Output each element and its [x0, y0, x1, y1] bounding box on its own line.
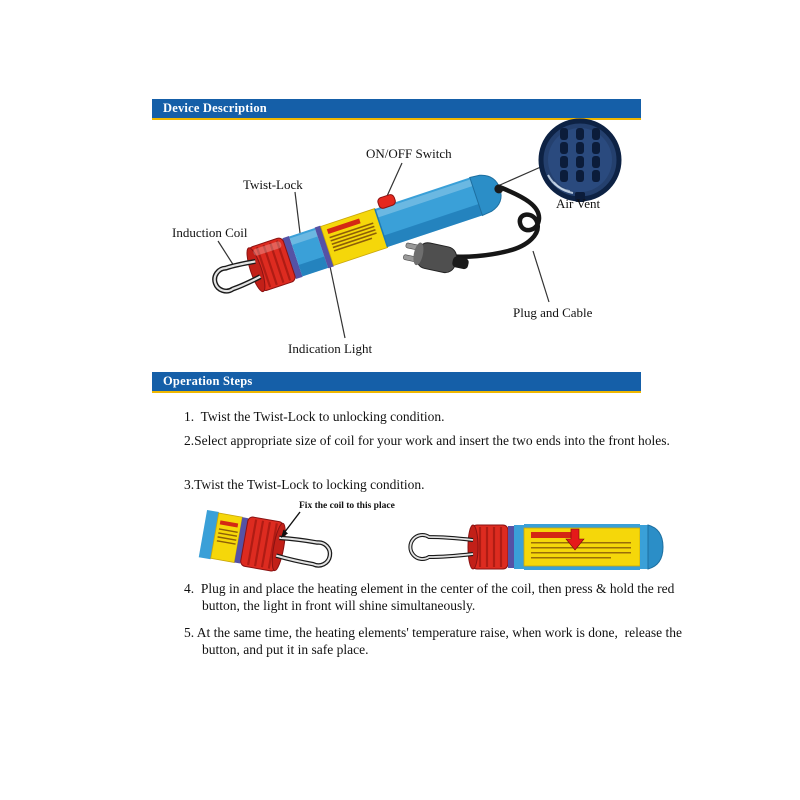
- mini2-coil-wire-highlight: [409, 534, 474, 560]
- mini-collar-ribs: [247, 519, 278, 569]
- step-5: 5. At the same time, the heating element…: [184, 625, 686, 657]
- device-description-header: Device Description: [152, 99, 641, 120]
- mini2-blue-segment: [514, 525, 524, 569]
- mini2-end-cap: [647, 524, 664, 570]
- body-seam: [374, 208, 389, 248]
- twist-lock-leader-line: [294, 191, 301, 234]
- mini-trim-ring: [234, 517, 249, 564]
- plug-cable-boot: [452, 256, 469, 270]
- vent-highlight: [553, 181, 571, 192]
- mini2-label-title: [531, 532, 575, 538]
- fix-coil-annotation: Fix the coil to this place: [299, 501, 395, 511]
- label-on-off-switch: ON/OFF Switch: [366, 146, 452, 161]
- device-description-title: Device Description: [163, 101, 267, 115]
- main-body-shade: [383, 204, 483, 247]
- annotation-arrow-head: [281, 529, 288, 538]
- collar-front-face: [246, 247, 266, 293]
- label-indication-light: Indication Light: [288, 341, 373, 356]
- step-4: 4. Plug in and place the heating element…: [184, 581, 678, 613]
- mini2-end-segment: [640, 525, 648, 569]
- plug-face: [413, 242, 424, 266]
- device-diagram-graphic: [212, 118, 622, 339]
- label-induction-coil: Induction Coil: [172, 225, 248, 240]
- label-plug-and-cable: Plug and Cable: [513, 305, 593, 320]
- collar-ribs: [255, 240, 292, 288]
- step-3: 3.Twist the Twist-Lock to locking condit…: [184, 477, 425, 492]
- coil-insertion-figure: [198, 509, 333, 572]
- coil-installation-figures: [198, 509, 664, 572]
- operation-steps-title: Operation Steps: [163, 374, 253, 388]
- mini-coil-wire-highlight: [275, 536, 331, 567]
- collar-highlight: [253, 241, 282, 256]
- trim-ring: [314, 225, 334, 269]
- induction-coil-leader-line: [217, 240, 235, 267]
- step-2: 2.Select appropriate size of coil for yo…: [184, 433, 670, 448]
- warning-label-title: [326, 218, 361, 234]
- trim-ring: [282, 236, 303, 280]
- mini2-trim-ring: [508, 526, 514, 568]
- air-vent-callout-line: [499, 165, 544, 186]
- device-body: [212, 174, 504, 294]
- vent-bottom-stub: [575, 192, 585, 202]
- label-air-vent: Air Vent: [556, 196, 601, 211]
- main-body-highlight: [375, 179, 473, 218]
- label-twist-lock: Twist-Lock: [243, 177, 303, 192]
- on-off-switch-button: [377, 194, 396, 209]
- mini-body-blue: [198, 509, 219, 560]
- power-plug: [403, 242, 469, 274]
- vent-slots: [560, 128, 600, 182]
- warning-label-text-lines: [329, 222, 377, 252]
- red-down-arrow: [565, 528, 585, 551]
- front-segment-highlight: [289, 229, 318, 246]
- operation-steps-header: Operation Steps: [152, 372, 641, 393]
- mini-label-title: [219, 520, 239, 528]
- assembled-device-figure: [408, 524, 664, 570]
- annotation-arrow-line: [283, 511, 301, 534]
- mini2-collar-face: [467, 524, 479, 570]
- mini-label-lines: [216, 528, 238, 545]
- induction-coil-wire-highlight: [213, 260, 261, 293]
- power-cable: [447, 185, 542, 260]
- cable-exit: [494, 184, 504, 194]
- plug-cable-leader-line: [532, 250, 550, 303]
- step-1: 1. Twist the Twist-Lock to unlocking con…: [184, 409, 445, 424]
- air-vent-inset: [538, 118, 622, 202]
- front-segment-shade: [298, 256, 329, 277]
- mini2-collar-ribs: [478, 527, 503, 567]
